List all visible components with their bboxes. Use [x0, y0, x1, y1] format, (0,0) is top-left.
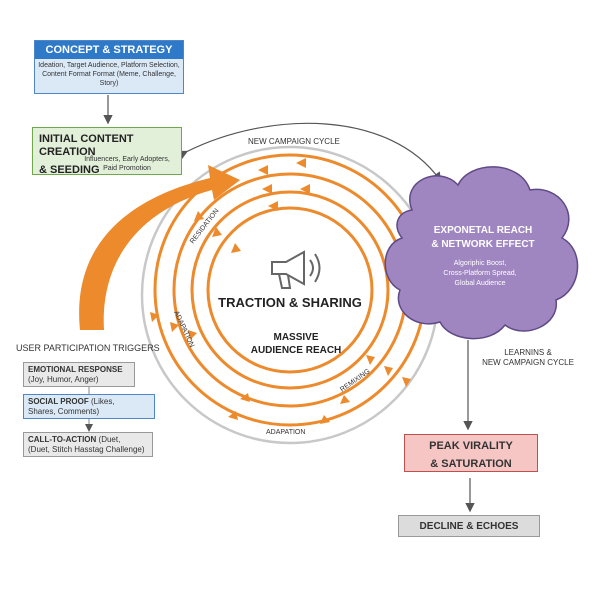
initial-title-line2: & SEEDING: [39, 164, 100, 176]
ring-4: [206, 206, 374, 374]
cloud-body-line1: Algoriphic Boost,: [454, 260, 507, 267]
social-body-b: Shares, Comments): [28, 407, 100, 416]
emotional-body: (Joy, Humor, Anger): [28, 375, 99, 384]
ring-arrow: [296, 158, 306, 168]
orange-rings: [153, 153, 427, 427]
ring-arrow: [150, 312, 159, 322]
peak-line2: & SATURATION: [430, 458, 512, 470]
cloud-title-line1: EXPONETAL REACH: [434, 225, 533, 236]
decline-echoes-box: DECLINE & ECHOES: [398, 515, 540, 537]
cta-title: CALL-TO-ACTION: [28, 435, 97, 444]
emotional-response-box: EMOTIONAL RESPONSE (Joy, Humor, Anger): [23, 362, 135, 387]
cta-body-a: (Duet,: [98, 435, 121, 444]
social-body-a: (Likes,: [90, 397, 115, 406]
peak-virality-box: PEAK VIRALITY & SATURATION: [404, 434, 538, 472]
megaphone-icon: [271, 250, 321, 289]
ring-arrow: [268, 201, 278, 211]
learnings-line2: NEW CAMPAIGN CYCLE: [482, 358, 574, 367]
ring-arrow: [212, 227, 222, 237]
emotional-title: EMOTIONAL RESPONSE: [28, 365, 123, 374]
arrow-new-campaign-cycle: [177, 122, 442, 182]
ring-arrow: [402, 377, 411, 387]
center-title: TRACTION & SHARING: [218, 295, 362, 310]
ring-arrow: [188, 330, 197, 340]
concept-strategy-box: CONCEPT & STRATEGY Ideation, Target Audi…: [34, 40, 184, 94]
big-orange-arrow: [79, 165, 240, 330]
ring-arrow: [340, 395, 350, 404]
ring-3: [190, 190, 390, 390]
ring-arrow: [384, 366, 393, 376]
cta-body-b: (Duet, Stitch Hasstag Challenge): [28, 445, 145, 454]
ring-arrow: [258, 165, 268, 175]
triggers-header: USER PARTICIPATION TRIGGERS: [16, 343, 160, 353]
concept-body: Ideation, Target Audience, Platform Sele…: [38, 62, 180, 87]
peak-line1: PEAK VIRALITY: [429, 440, 513, 452]
ring-1: [153, 153, 427, 427]
decline-title: DECLINE & ECHOES: [419, 521, 519, 532]
initial-title-line1: INITIAL CONTENT CREATION: [39, 133, 134, 158]
initial-content-box: INITIAL CONTENT CREATION & SEEDING Influ…: [32, 127, 182, 176]
new-campaign-cycle-label: NEW CAMPAIGN CYCLE: [248, 137, 340, 146]
center-reach-line2: AUDIENCE REACH: [251, 345, 342, 356]
center-reach-line1: MASSIVE: [273, 332, 318, 343]
ring-label-left: ADAPATION: [172, 310, 195, 349]
ring-arrow: [320, 415, 330, 424]
ring-arrow: [262, 184, 272, 194]
ring-arrow: [194, 211, 204, 221]
ring-label-bottom: ADAPATION: [266, 429, 305, 436]
ring-arrow: [300, 184, 310, 194]
cloud-title-line2: & NETWORK EFFECT: [431, 239, 534, 250]
call-to-action-box: CALL-TO-ACTION (Duet, (Duet, Stitch Hass…: [23, 432, 153, 457]
ring-arrow: [366, 355, 375, 365]
learnings-line1: LEARNINS &: [504, 348, 552, 357]
ring-arrow: [228, 411, 238, 420]
social-title: SOCIAL PROOF: [28, 397, 89, 406]
social-proof-box: SOCIAL PROOF (Likes, Shares, Comments): [23, 394, 155, 419]
ring-arrow: [231, 243, 241, 253]
ring-arrow: [240, 393, 250, 402]
initial-body: Influencers, Early Adopters, Paid Promot…: [84, 156, 170, 172]
cloud-body-line3: Global Audience: [455, 280, 506, 287]
concept-title: CONCEPT & STRATEGY: [35, 41, 183, 59]
ring-arrow: [170, 322, 179, 332]
cloud-body-line2: Cross-Platform Spread,: [443, 270, 516, 277]
cloud-shape: [384, 166, 579, 340]
